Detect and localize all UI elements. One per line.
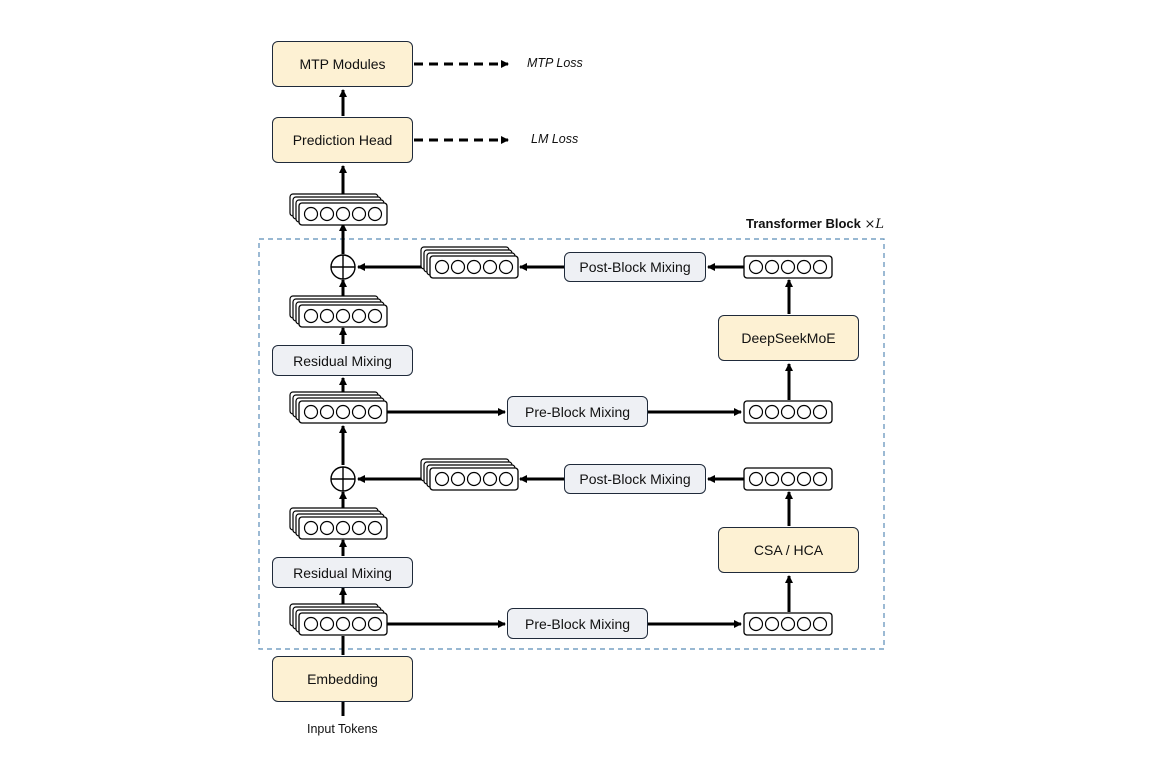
vector-top-preblock-out xyxy=(743,400,833,424)
embedding-box: Embedding xyxy=(272,656,413,702)
deepseekmoe-box: DeepSeekMoE xyxy=(718,315,859,361)
pre-block-mixing-top-box: Pre-Block Mixing xyxy=(507,396,648,427)
mtp-loss-label: MTP Loss xyxy=(527,56,583,70)
hidden-state-stack-top-post-front xyxy=(429,255,519,279)
add-circle-bottom xyxy=(330,466,356,492)
hidden-state-stack-bottom-post-front xyxy=(429,467,519,491)
vector-bottom-preblock-out xyxy=(743,612,833,636)
residual-mixing-top-box: Residual Mixing xyxy=(272,345,413,376)
input-tokens-label: Input Tokens xyxy=(307,722,378,736)
transformer-block-multiplier: ×L xyxy=(864,217,885,232)
vector-top-moe-out xyxy=(743,255,833,279)
prediction-head-box: Prediction Head xyxy=(272,117,413,163)
hidden-state-stack-bottom-residual-front xyxy=(298,516,388,540)
mtp-modules-box: MTP Modules xyxy=(272,41,413,87)
hidden-state-stack-top-input-front xyxy=(298,400,388,424)
transformer-block-frame xyxy=(258,238,885,650)
post-block-mixing-bottom-box: Post-Block Mixing xyxy=(564,464,706,494)
lm-loss-label: LM Loss xyxy=(531,132,579,146)
vector-bottom-attn-out xyxy=(743,467,833,491)
residual-mixing-bottom-box: Residual Mixing xyxy=(272,557,413,588)
post-block-mixing-top-box: Post-Block Mixing xyxy=(564,252,706,282)
transformer-block-title: Transformer Block xyxy=(746,216,861,231)
pre-block-mixing-bottom-box: Pre-Block Mixing xyxy=(507,608,648,639)
hidden-state-stack-top-residual-front xyxy=(298,304,388,328)
hidden-state-stack-bottom-input-front xyxy=(298,612,388,636)
transformer-block-label: Transformer Block ×L xyxy=(746,216,884,232)
csa-hca-box: CSA / HCA xyxy=(718,527,859,573)
hidden-state-stack-output-front xyxy=(298,202,388,226)
add-circle-top xyxy=(330,254,356,280)
